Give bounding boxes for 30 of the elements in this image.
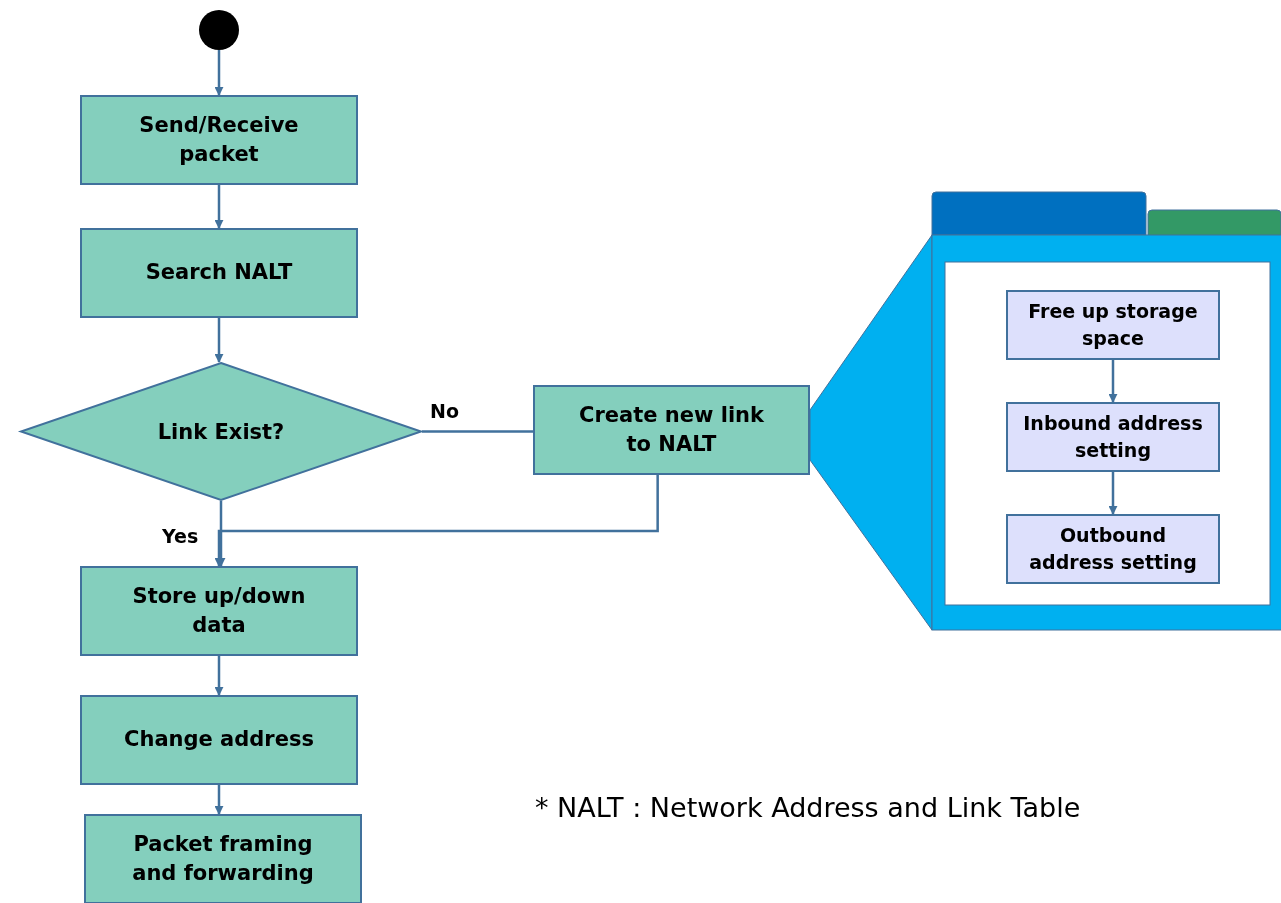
node-text: Packet framing and forwarding bbox=[131, 830, 315, 887]
arrow bbox=[216, 501, 226, 567]
footnote: * NALT : Network Address and Link Table bbox=[535, 792, 1081, 823]
arrow bbox=[214, 475, 659, 567]
arrow bbox=[214, 50, 224, 96]
node-text: Free up storage space bbox=[1027, 299, 1199, 351]
process-box bbox=[84, 814, 362, 903]
process-box bbox=[1006, 514, 1220, 584]
node-text: Outbound address setting bbox=[1028, 523, 1198, 575]
process-box bbox=[533, 385, 810, 475]
arrow bbox=[1108, 472, 1118, 515]
arrow bbox=[214, 185, 224, 229]
node-text: Inbound address setting bbox=[1022, 411, 1204, 463]
process-box bbox=[80, 95, 358, 185]
arrow bbox=[214, 656, 224, 696]
node-text: Search NALT bbox=[145, 259, 293, 287]
process-box bbox=[1006, 402, 1220, 472]
process-box bbox=[80, 566, 358, 656]
node-text: Link Exist? bbox=[157, 419, 285, 444]
node-text: Send/Receive packet bbox=[138, 111, 300, 168]
process-box bbox=[80, 228, 358, 318]
node-text: Store up/down data bbox=[131, 582, 307, 639]
arrow bbox=[214, 785, 224, 815]
node-text: Change address bbox=[124, 726, 314, 754]
arrow bbox=[1108, 360, 1118, 403]
node-text: Create new link to NALT bbox=[578, 401, 765, 458]
process-box bbox=[1006, 290, 1220, 360]
process-box bbox=[80, 695, 358, 785]
arrow bbox=[214, 318, 224, 363]
start-node bbox=[199, 10, 239, 50]
